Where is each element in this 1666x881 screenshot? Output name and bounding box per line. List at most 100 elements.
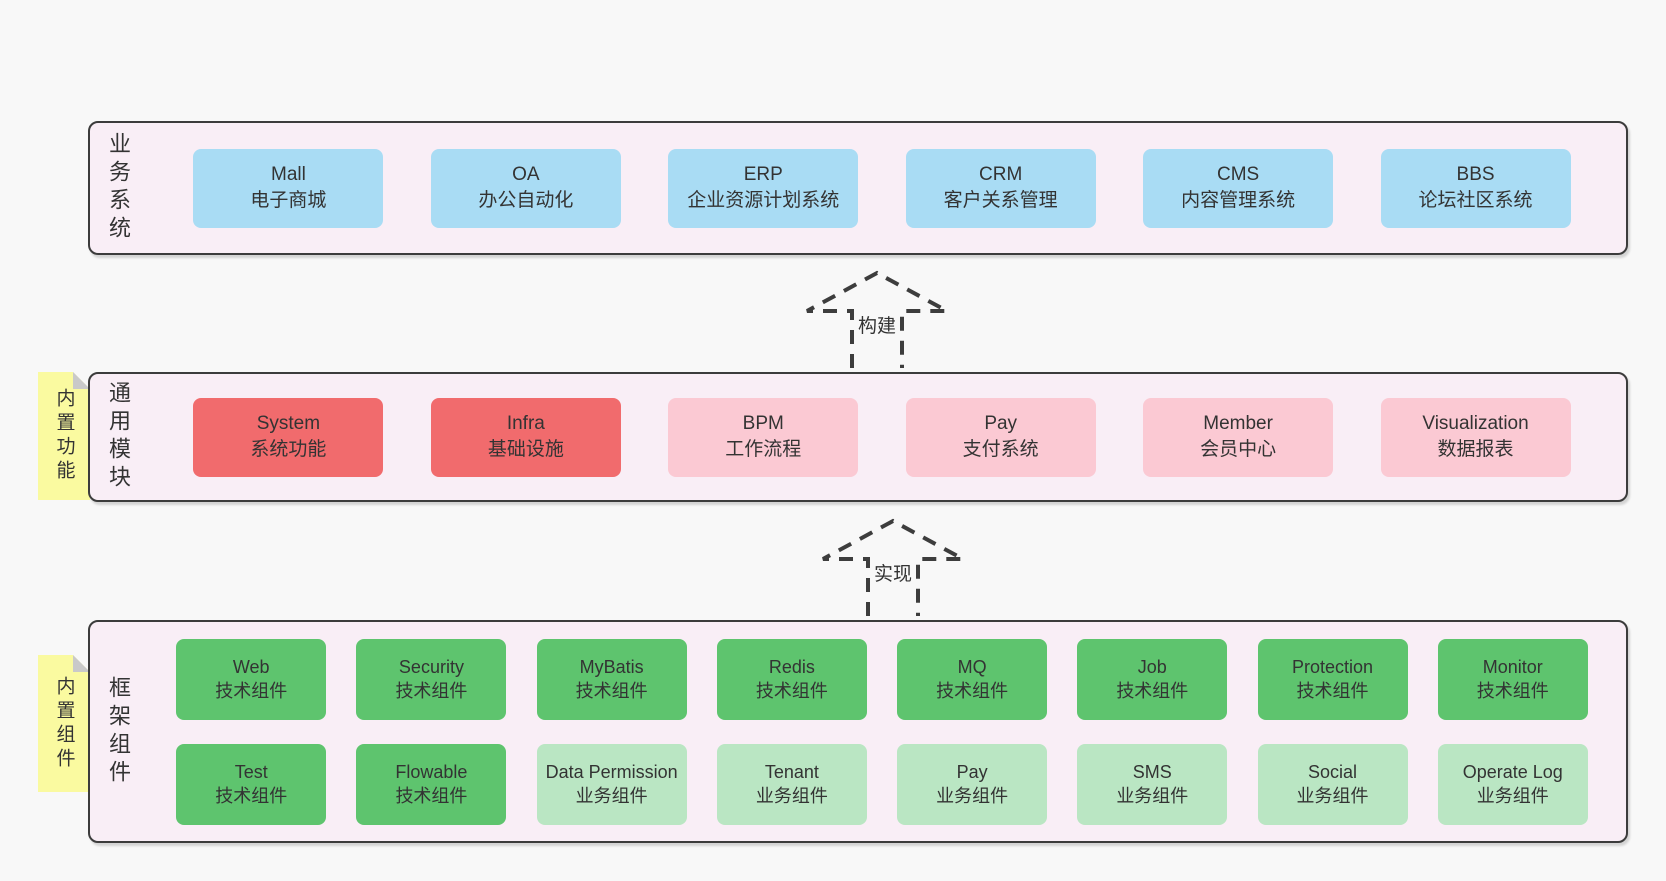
box-subtitle: 系统功能: [250, 439, 327, 460]
box-title: Social: [1308, 762, 1358, 782]
box-subtitle: 技术组件: [936, 681, 1009, 701]
arrow-implement-label: 实现: [870, 559, 916, 586]
box-subtitle: 技术组件: [1476, 681, 1549, 701]
band-common-modules-boxes: System 系统功能 Infra 基础设施 BPM 工作流程 Pay 支付系统…: [146, 374, 1626, 500]
box-subtitle: 办公自动化: [478, 190, 574, 211]
box-subtitle: 技术组件: [1296, 681, 1369, 701]
box-title: Redis: [768, 657, 815, 677]
box-mq: MQ 技术组件: [897, 638, 1048, 720]
box-subtitle: 技术组件: [395, 681, 468, 701]
box-member: Member 会员中心: [1143, 397, 1334, 477]
box-title: System: [256, 413, 321, 434]
dashed-up-arrow-icon: [822, 518, 964, 616]
dashed-up-arrow-icon: [806, 270, 948, 368]
box-title: CRM: [979, 164, 1023, 185]
band-business-systems: 业务系统 Mall 电子商城 OA 办公自动化 ERP 企业资源计划系统 CRM…: [88, 121, 1628, 255]
arrow-build: 构建: [806, 270, 948, 368]
box-security: Security 技术组件: [356, 638, 507, 720]
box-subtitle: 技术组件: [215, 681, 288, 701]
box-subtitle: 客户关系管理: [943, 190, 1058, 211]
box-flowable: Flowable 技术组件: [356, 743, 507, 825]
box-title: Monitor: [1482, 657, 1543, 677]
band-business-systems-label: 业务系统: [106, 132, 131, 244]
box-title: Protection: [1292, 657, 1374, 677]
box-subtitle: 技术组件: [755, 681, 828, 701]
box-mybatis: MyBatis 技术组件: [536, 638, 687, 720]
box-title: Operate Log: [1462, 762, 1563, 782]
box-title: Security: [398, 657, 464, 677]
box-title: Pay: [956, 762, 988, 782]
box-subtitle: 业务组件: [575, 786, 648, 806]
box-visualization: Visualization 数据报表: [1380, 397, 1571, 477]
band-business-systems-boxes: Mall 电子商城 OA 办公自动化 ERP 企业资源计划系统 CRM 客户关系…: [146, 123, 1626, 253]
box-subtitle: 工作流程: [725, 439, 802, 460]
box-title: SMS: [1132, 762, 1172, 782]
band-common-modules-label: 通用模块: [106, 381, 131, 493]
box-title: CMS: [1216, 164, 1260, 185]
box-cms: CMS 内容管理系统: [1143, 148, 1334, 228]
box-title: MyBatis: [579, 657, 644, 677]
box-subtitle: 基础设施: [487, 439, 564, 460]
box-title: Flowable: [395, 762, 468, 782]
box-pay: Pay 支付系统: [905, 397, 1096, 477]
box-title: ERP: [743, 164, 783, 185]
box-operate-log: Operate Log 业务组件: [1437, 743, 1588, 825]
box-title: MQ: [957, 657, 987, 677]
band-framework-components-grid: Web 技术组件 Security 技术组件 MyBatis 技术组件 Redi…: [146, 622, 1626, 841]
box-sms: SMS 业务组件: [1077, 743, 1228, 825]
box-subtitle: 技术组件: [215, 786, 288, 806]
band-framework-components: 框架组件 Web 技术组件 Security 技术组件 MyBatis 技术组件…: [88, 620, 1628, 843]
box-oa: OA 办公自动化: [430, 148, 621, 228]
box-title: Mall: [271, 164, 306, 185]
box-title: Pay: [984, 413, 1018, 434]
box-tenant: Tenant 业务组件: [716, 743, 867, 825]
box-bbs: BBS 论坛社区系统: [1380, 148, 1571, 228]
box-title: Test: [234, 762, 268, 782]
box-mall: Mall 电子商城: [193, 148, 384, 228]
box-protection: Protection 技术组件: [1257, 638, 1408, 720]
box-subtitle: 技术组件: [1116, 681, 1189, 701]
box-subtitle: 内容管理系统: [1181, 190, 1296, 211]
box-title: Web: [232, 657, 270, 677]
box-crm: CRM 客户关系管理: [905, 148, 1096, 228]
box-data-permission: Data Permission 业务组件: [536, 743, 687, 825]
framework-row-2: Test 技术组件 Flowable 技术组件 Data Permission …: [146, 743, 1618, 825]
sticky-built-in-features: 内置功能: [38, 372, 90, 500]
box-subtitle: 企业资源计划系统: [687, 190, 840, 211]
box-subtitle: 会员中心: [1200, 439, 1277, 460]
box-web: Web 技术组件: [176, 638, 327, 720]
box-subtitle: 业务组件: [936, 786, 1009, 806]
box-erp: ERP 企业资源计划系统: [668, 148, 859, 228]
box-subtitle: 业务组件: [1116, 786, 1189, 806]
box-test: Test 技术组件: [176, 743, 327, 825]
box-subtitle: 电子商城: [250, 190, 327, 211]
box-subtitle: 业务组件: [1296, 786, 1369, 806]
box-subtitle: 技术组件: [575, 681, 648, 701]
box-title: Job: [1137, 657, 1167, 677]
box-redis: Redis 技术组件: [716, 638, 867, 720]
box-bpm: BPM 工作流程: [668, 397, 859, 477]
box-title: BPM: [742, 413, 784, 434]
box-system: System 系统功能: [193, 397, 384, 477]
sticky-built-in-components: 内置组件: [38, 655, 90, 792]
box-subtitle: 业务组件: [1476, 786, 1549, 806]
arrow-build-label: 构建: [854, 311, 900, 338]
box-title: Visualization: [1422, 413, 1529, 434]
box-subtitle: 数据报表: [1437, 439, 1514, 460]
box-infra: Infra 基础设施: [430, 397, 621, 477]
box-job: Job 技术组件: [1077, 638, 1228, 720]
box-subtitle: 支付系统: [962, 439, 1039, 460]
band-framework-components-label: 框架组件: [106, 675, 131, 788]
box-pay-biz: Pay 业务组件: [897, 743, 1048, 825]
box-subtitle: 论坛社区系统: [1418, 190, 1533, 211]
framework-row-1: Web 技术组件 Security 技术组件 MyBatis 技术组件 Redi…: [146, 638, 1618, 720]
box-title: Tenant: [764, 762, 819, 782]
arrow-implement: 实现: [822, 518, 964, 616]
band-common-modules: 通用模块 System 系统功能 Infra 基础设施 BPM 工作流程 Pay…: [88, 372, 1628, 502]
box-title: BBS: [1456, 164, 1495, 185]
box-subtitle: 业务组件: [755, 786, 828, 806]
box-monitor: Monitor 技术组件: [1437, 638, 1588, 720]
box-title: Infra: [506, 413, 545, 434]
box-social: Social 业务组件: [1257, 743, 1408, 825]
